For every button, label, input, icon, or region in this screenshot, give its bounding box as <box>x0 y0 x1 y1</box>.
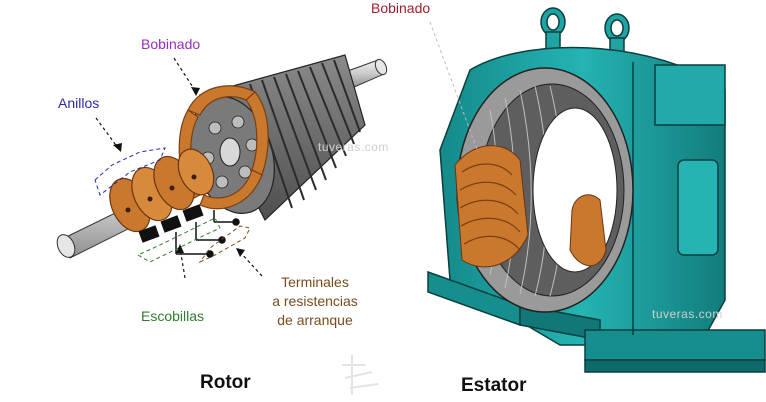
brushes <box>138 204 204 243</box>
label-terminales-line2: a resistencias <box>272 293 358 309</box>
watermark-rotor: tuveras.com <box>318 140 389 154</box>
label-bobinado-rotor: Bobinado <box>141 36 201 52</box>
slip-rings <box>109 148 215 233</box>
terminal-wires <box>175 210 240 258</box>
lifting-eyes <box>540 7 630 61</box>
rotor-drawing <box>56 54 388 279</box>
label-terminales-line1: Terminales <box>281 274 349 290</box>
stator-drawing <box>427 7 766 373</box>
label-terminales: Terminales a resistencias de arranque <box>255 274 375 328</box>
rotor-pointer-arrows <box>95 57 263 279</box>
caption-rotor: Rotor <box>200 372 251 393</box>
stator-pointer-line <box>429 21 479 153</box>
watermark-estator: tuveras.com <box>652 307 723 321</box>
label-bobinado-estator: Bobinado <box>371 0 431 16</box>
caption-estator: Estator <box>461 375 527 396</box>
rotor-annotation-outlines <box>94 147 251 264</box>
label-terminales-line3: de arranque <box>277 312 353 328</box>
center-watermark-glyph <box>342 355 379 395</box>
label-escobillas: Escobillas <box>141 308 205 324</box>
stator-winding <box>454 145 607 268</box>
label-anillos: Anillos <box>58 95 100 111</box>
